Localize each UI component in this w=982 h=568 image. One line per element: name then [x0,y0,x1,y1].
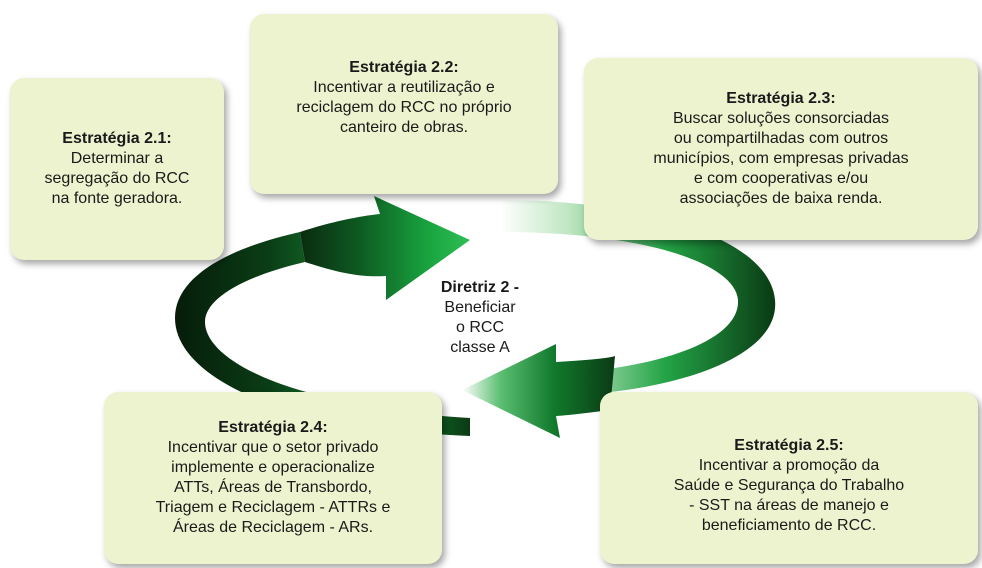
center-line-1: Beneficiar [444,299,516,316]
strategy-box-2-5: Estratégia 2.5: Incentivar a promoção da… [600,392,978,564]
center-line-2: o RCC [455,319,504,336]
strategy-2-2-line: canteiro de obras. [339,119,469,136]
cycle-arrow-bottom [462,344,615,438]
strategy-2-5-line: Incentivar a promoção da [698,457,880,474]
strategy-box-2-2: Estratégia 2.2: Incentivar a reutilizaçã… [250,14,558,194]
strategy-box-2-1: Estratégia 2.1: Determinar a segregação … [10,78,224,260]
strategy-2-3-line: ou compartilhadas com outros [673,130,889,147]
strategy-2-5-title: Estratégia 2.5: [734,437,844,454]
strategy-2-3-line: e com cooperativas e/ou [693,170,869,187]
strategy-2-2-line: Incentivar a reutilização e [313,79,495,96]
strategy-2-4-line: Incentivar que o setor privado [167,439,379,456]
strategy-2-4-line: ATTs, Áreas de Transbordo, [173,479,372,496]
strategy-2-1-line: segregação do RCC [44,170,190,187]
strategy-2-1-line: Determinar a [70,150,164,167]
strategy-2-4-line: Triagem e Reciclagem - ATTRs e [155,499,391,516]
strategy-2-1-line: na fonte geradora. [51,190,183,207]
center-label: Diretriz 2 - Beneficiar o RCC classe A [420,278,540,358]
cycle-band-right [500,200,776,392]
strategy-2-2-title: Estratégia 2.2: [349,59,459,76]
center-line-3: classe A [450,339,510,356]
strategy-2-3-line: Buscar soluções consorciadas [672,110,890,127]
strategy-box-2-4: Estratégia 2.4: Incentivar que o setor p… [104,392,442,564]
strategy-2-2-line: reciclagem do RCC no próprio [296,99,512,116]
cycle-band-left [175,232,330,418]
strategy-2-4-line: implemente e operacionalize [171,459,375,476]
strategy-2-5-line: Saúde e Segurança do Trabalho [673,477,905,494]
strategy-2-4-title: Estratégia 2.4: [218,419,328,436]
strategy-2-5-line: beneficiamento de RCC. [701,517,877,534]
strategy-2-5-line: - SST na áreas de manejo e [689,497,889,514]
strategy-2-3-title: Estratégia 2.3: [726,90,836,107]
strategy-2-3-line: municípios, com empresas privadas [653,150,909,167]
strategy-2-4-line: Áreas de Reciclagem - ARs. [172,519,374,536]
center-title: Diretriz 2 - [440,279,520,296]
strategy-2-1-title: Estratégia 2.1: [62,130,172,147]
cycle-arrow-top [300,196,470,300]
strategy-box-2-3: Estratégia 2.3: Buscar soluções consorci… [584,58,978,240]
strategy-2-3-line: associações de baixa renda. [679,190,883,207]
